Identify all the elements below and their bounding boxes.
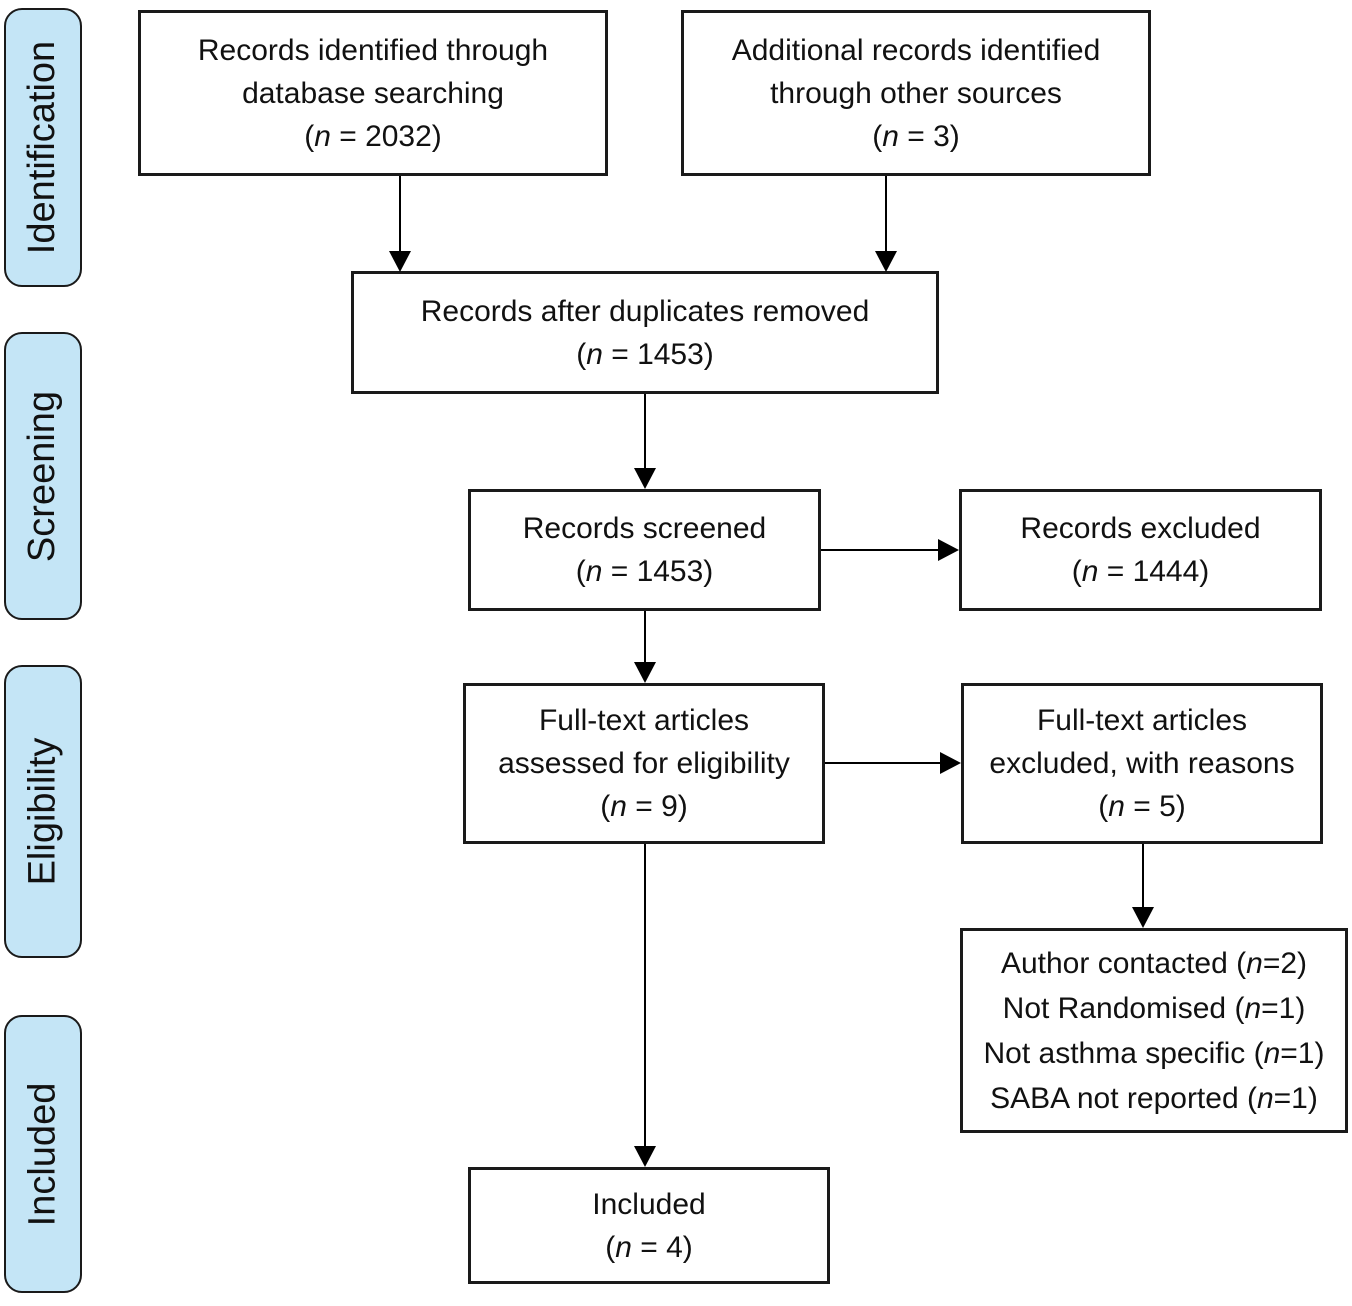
count-open: (	[304, 119, 315, 153]
count-var: n	[1081, 555, 1099, 588]
exclusion-reason-1: Author contacted (n=2)	[1001, 941, 1307, 986]
stage-eligibility: Eligibility	[4, 665, 82, 958]
stage-eligibility-label: Eligibility	[21, 737, 64, 886]
arrow-fulltext-to-included-line	[644, 844, 646, 1147]
arrow-fulltext-to-included-head	[634, 1146, 656, 1167]
count-open: (	[575, 555, 586, 588]
count-rest: =1)	[1273, 1081, 1318, 1115]
box-fulltext-excluded-line1: Full-text articles	[1036, 704, 1248, 737]
count-var: n	[610, 790, 627, 823]
arrow-identified-to-dedup-line	[399, 176, 401, 252]
stage-screening: Screening	[4, 332, 82, 620]
box-records-excluded-count: (n = 1444)	[1072, 550, 1210, 593]
count-rest: = 2032)	[330, 119, 442, 153]
box-duplicates-removed: Records after duplicates removed (n = 14…	[351, 271, 939, 394]
box-records-screened-count: (n = 1453)	[576, 550, 714, 593]
count-rest: =2)	[1262, 946, 1308, 980]
count-rest: = 1453)	[602, 555, 714, 588]
arrow-identified-to-dedup-head	[389, 251, 411, 272]
arrow-fulltext-to-ftexcluded-head	[940, 752, 961, 774]
arrow-screened-to-excluded-line	[821, 549, 940, 551]
count-var: n	[882, 119, 899, 153]
reason-text: Not Randomised (	[1002, 991, 1245, 1025]
count-rest: = 9)	[626, 790, 688, 823]
count-open: (	[1071, 555, 1082, 588]
exclusion-reason-2: Not Randomised (n=1)	[1003, 986, 1306, 1031]
count-var: n	[314, 119, 331, 153]
arrow-additional-to-dedup-head	[875, 251, 897, 272]
count-var: n	[1263, 1036, 1281, 1070]
stage-included: Included	[4, 1015, 82, 1293]
box-included-count: (n = 4)	[605, 1226, 693, 1269]
box-fulltext-excluded-line2: excluded, with reasons	[989, 747, 1295, 780]
arrow-fulltext-to-ftexcluded-line	[825, 762, 940, 764]
arrow-dedup-to-screened-head	[634, 468, 656, 489]
box-records-identified-count: (n = 2032)	[304, 115, 442, 158]
box-fulltext-excluded: Full-text articles excluded, with reason…	[961, 683, 1323, 844]
count-var: n	[585, 555, 603, 588]
count-var: n	[1244, 991, 1262, 1025]
arrow-ftexcluded-to-reasons-head	[1132, 907, 1154, 928]
box-included: Included (n = 4)	[468, 1167, 830, 1284]
box-fulltext-excluded-count: (n = 5)	[1098, 785, 1186, 828]
box-records-excluded: Records excluded (n = 1444)	[959, 489, 1322, 611]
count-var: n	[586, 337, 603, 371]
arrow-ftexcluded-to-reasons-line	[1142, 844, 1144, 908]
stage-identification: Identification	[4, 8, 82, 287]
arrow-screened-to-excluded-head	[938, 539, 959, 561]
count-rest: = 5)	[1124, 790, 1186, 823]
count-open: (	[1098, 790, 1109, 823]
exclusion-reason-4: SABA not reported (n=1)	[990, 1076, 1318, 1121]
box-duplicates-removed-count: (n = 1453)	[576, 333, 714, 376]
arrow-additional-to-dedup-line	[885, 176, 887, 252]
box-additional-records: Additional records identified through ot…	[681, 10, 1151, 176]
box-fulltext-assessed-line1: Full-text articles	[538, 704, 750, 737]
stage-included-label: Included	[21, 1082, 64, 1226]
box-additional-records-line2: through other sources	[770, 76, 1062, 110]
arrow-dedup-to-screened-line	[644, 394, 646, 469]
count-open: (	[605, 1230, 616, 1264]
box-additional-records-line1: Additional records identified	[731, 33, 1101, 67]
arrow-screened-to-fulltext-line	[644, 611, 646, 664]
count-var: n	[1108, 790, 1125, 823]
count-var: n	[1246, 946, 1263, 980]
box-records-identified-line2: database searching	[242, 76, 504, 110]
stage-identification-label: Identification	[21, 40, 64, 255]
box-fulltext-assessed-count: (n = 9)	[600, 785, 688, 828]
arrow-screened-to-fulltext-head	[634, 662, 656, 683]
count-rest: = 3)	[898, 119, 960, 153]
box-fulltext-assessed-line2: assessed for eligibility	[498, 747, 790, 780]
box-records-screened-line1: Records screened	[522, 512, 767, 545]
count-rest: = 1444)	[1098, 555, 1210, 588]
box-duplicates-removed-line1: Records after duplicates removed	[420, 294, 870, 328]
box-exclusion-reasons: Author contacted (n=2) Not Randomised (n…	[960, 928, 1348, 1133]
count-open: (	[576, 337, 587, 371]
exclusion-reason-3: Not asthma specific (n=1)	[984, 1031, 1325, 1076]
box-records-excluded-line1: Records excluded	[1020, 512, 1261, 545]
reason-text: Author contacted (	[1000, 946, 1247, 980]
box-additional-records-count: (n = 3)	[872, 115, 960, 158]
count-var: n	[1256, 1081, 1274, 1115]
count-rest: = 4)	[631, 1230, 693, 1264]
box-fulltext-assessed: Full-text articles assessed for eligibil…	[463, 683, 825, 844]
box-records-screened: Records screened (n = 1453)	[468, 489, 821, 611]
count-rest: =1)	[1261, 991, 1306, 1025]
count-open: (	[872, 119, 883, 153]
reason-text: Not asthma specific (	[983, 1036, 1264, 1070]
reason-text: SABA not reported (	[990, 1081, 1257, 1115]
box-records-identified: Records identified through database sear…	[138, 10, 608, 176]
count-open: (	[600, 790, 611, 823]
stage-screening-label: Screening	[21, 390, 64, 562]
box-included-line1: Included	[592, 1187, 706, 1221]
count-rest: = 1453)	[602, 337, 714, 371]
count-rest: =1)	[1280, 1036, 1325, 1070]
count-var: n	[615, 1230, 632, 1264]
box-records-identified-line1: Records identified through	[197, 33, 549, 67]
